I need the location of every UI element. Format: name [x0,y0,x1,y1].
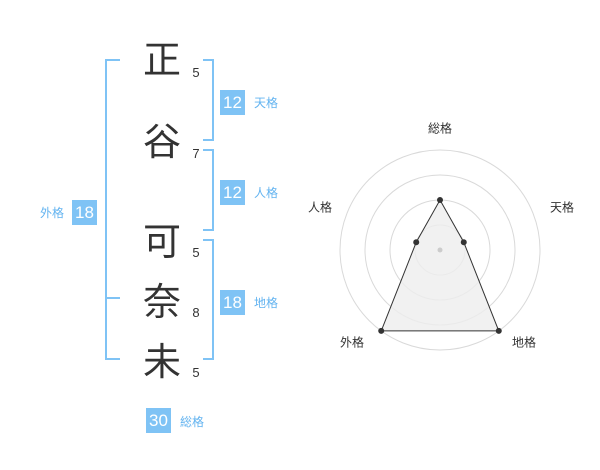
stroke-count-2: 7 [192,146,200,161]
radar-point-1 [437,197,443,203]
soukaku-label: 総格 [180,415,205,429]
radar-axis-label-2: 天格 [550,200,574,215]
radar-polygon [380,198,500,332]
tenkaku-value: 12 [220,90,245,115]
radar-axis-label-1: 総格 [428,121,452,136]
radar-point-3 [495,327,502,334]
jinkaku-value: 12 [220,180,245,205]
radar-axis-label-3: 地格 [512,335,536,350]
radar-point-2 [460,239,467,246]
radar-point-4 [378,327,385,334]
name-char-4: 奈 [142,280,181,324]
chikaku-value: 18 [220,290,245,315]
name-char-2: 谷 [142,120,181,164]
stroke-count-4: 8 [192,305,200,320]
name-char-1: 正 [142,38,181,82]
radar-point-5 [413,239,420,246]
name-char-5: 未 [142,340,181,384]
radar-axis-label-4: 外格 [340,335,364,350]
gaikaku-value: 18 [72,200,97,225]
stroke-count-1: 5 [192,65,200,80]
radar-axis-label-5: 人格 [308,200,332,215]
radar-ring [339,149,541,351]
stroke-count-3: 5 [192,245,200,260]
tenkaku-label: 天格 [254,96,279,110]
chikaku-label: 地格 [254,296,279,310]
name-char-3: 可 [142,220,181,264]
jinkaku-label: 人格 [254,186,279,200]
radar-center [437,247,443,253]
soukaku-value: 30 [146,408,171,433]
stroke-count-5: 5 [192,365,200,380]
gaikaku-label: 外格 [40,206,65,220]
